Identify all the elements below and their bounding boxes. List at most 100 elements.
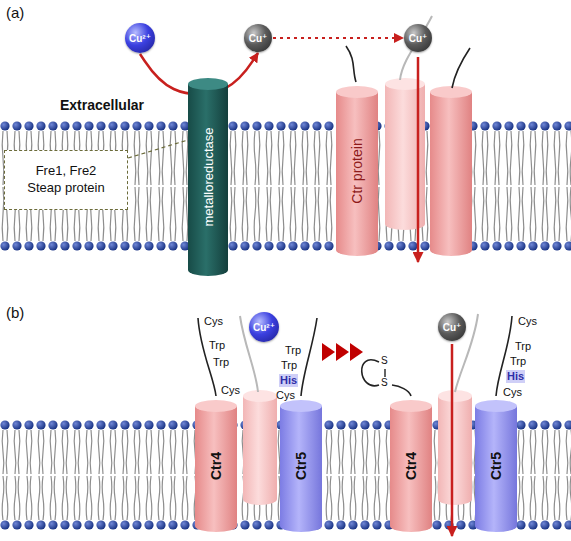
lipid-tail bbox=[474, 131, 476, 185]
lipid-head bbox=[228, 121, 237, 130]
lipid-head bbox=[228, 241, 237, 250]
copper-ion: Cu²⁺ bbox=[249, 312, 279, 342]
lipid-head bbox=[132, 520, 141, 529]
lipid-tail bbox=[518, 430, 520, 474]
ctr4-cylinder: Ctr4 bbox=[195, 400, 237, 532]
protein-label: Ctr4 bbox=[208, 452, 224, 480]
residue-label: Cys bbox=[503, 386, 522, 399]
lipid-tail bbox=[30, 476, 32, 520]
panel-label: (b) bbox=[6, 304, 24, 321]
lipid-tail bbox=[18, 476, 20, 520]
lipid-tail bbox=[306, 131, 308, 185]
lipid-tail bbox=[182, 187, 184, 241]
lipid-head bbox=[12, 241, 21, 250]
lipid-head bbox=[120, 420, 129, 429]
lipid-head bbox=[48, 121, 57, 130]
lipid-head bbox=[480, 121, 489, 130]
lipid-head bbox=[24, 241, 33, 250]
cylinder-bottom bbox=[336, 244, 378, 256]
lipid-head bbox=[156, 241, 165, 250]
residue-label: Trp bbox=[510, 355, 526, 368]
lipid-head bbox=[564, 241, 571, 250]
protein-label: metalloreductase bbox=[201, 128, 216, 227]
lipid-tail bbox=[150, 187, 152, 241]
lipid-tail bbox=[542, 131, 544, 185]
lipid-head bbox=[132, 121, 141, 130]
lipid-head bbox=[0, 420, 9, 429]
lipid-tail bbox=[158, 187, 160, 241]
lipid-tail bbox=[230, 187, 232, 241]
lipid-tail bbox=[342, 430, 344, 474]
lipid-tail bbox=[14, 430, 16, 474]
lipid-tail bbox=[498, 131, 500, 185]
lipid-tail bbox=[494, 131, 496, 185]
lipid-tail bbox=[506, 187, 508, 241]
lipid-tail bbox=[518, 187, 520, 241]
lipid-tail bbox=[122, 476, 124, 520]
lipid-tail bbox=[570, 131, 571, 185]
lipid-tail bbox=[102, 476, 104, 520]
lipid-head bbox=[504, 241, 513, 250]
lipid-tail bbox=[114, 476, 116, 520]
lipid-tail bbox=[354, 430, 356, 474]
ion-label: Cu²⁺ bbox=[129, 33, 151, 44]
lipid-tail bbox=[350, 430, 352, 474]
lipid-tail bbox=[146, 430, 148, 474]
lipid-tail bbox=[186, 187, 188, 241]
import-arrow bbox=[451, 344, 454, 536]
lipid-tail bbox=[554, 430, 556, 474]
lipid-head bbox=[48, 420, 57, 429]
lipid-tail bbox=[282, 131, 284, 185]
lipid-tail bbox=[362, 476, 364, 520]
lipid-bilayer bbox=[0, 121, 571, 529]
lipid-tail bbox=[170, 430, 172, 474]
disulfide-bond bbox=[384, 369, 385, 377]
lipid-tail bbox=[26, 430, 28, 474]
cylinder-bottom bbox=[188, 264, 228, 276]
lipid-head bbox=[324, 420, 333, 429]
lipid-tail bbox=[134, 476, 136, 520]
lipid-head bbox=[144, 121, 153, 130]
lipid-tail bbox=[162, 476, 164, 520]
cylinder-top bbox=[188, 78, 228, 90]
copper-ion: Cu⁺ bbox=[438, 313, 466, 341]
lipid-tail bbox=[378, 430, 380, 474]
lipid-head bbox=[24, 520, 33, 529]
ctr-back-subunit bbox=[243, 390, 277, 505]
residue-label: Trp bbox=[515, 340, 531, 353]
panel-label: (a) bbox=[6, 4, 24, 21]
lipid-head bbox=[288, 121, 297, 130]
lipid-head bbox=[120, 520, 129, 529]
lipid-head bbox=[504, 121, 513, 130]
lipid-head bbox=[540, 241, 549, 250]
lipid-tail bbox=[546, 476, 548, 520]
lipid-tail bbox=[170, 476, 172, 520]
callout-text: Fre1, Fre2 bbox=[36, 163, 97, 180]
connector bbox=[140, 53, 258, 94]
lipid-tail bbox=[38, 430, 40, 474]
lipid-head bbox=[516, 121, 525, 130]
lipid-head bbox=[528, 420, 537, 429]
lipid-head bbox=[240, 520, 249, 529]
lipid-head bbox=[252, 241, 261, 250]
lipid-head bbox=[24, 121, 33, 130]
lipid-tail bbox=[170, 131, 172, 185]
lipid-tail bbox=[158, 430, 160, 474]
lipid-head bbox=[252, 520, 261, 529]
copper-ion: Cu⁺ bbox=[244, 24, 272, 52]
lipid-head bbox=[60, 520, 69, 529]
lipid-head bbox=[276, 241, 285, 250]
lipid-head bbox=[300, 121, 309, 130]
lipid-head bbox=[36, 520, 45, 529]
lipid-head bbox=[564, 420, 571, 429]
lipid-tail bbox=[534, 476, 536, 520]
lipid-tail bbox=[186, 430, 188, 474]
lipid-tail bbox=[182, 476, 184, 520]
lipid-tail bbox=[246, 187, 248, 241]
lipid-tail bbox=[42, 476, 44, 520]
lipid-head bbox=[480, 241, 489, 250]
lipid-tail bbox=[86, 430, 88, 474]
lipid-tail bbox=[530, 476, 532, 520]
cylinder-top bbox=[336, 86, 378, 98]
residue-label: Trp bbox=[209, 339, 225, 352]
